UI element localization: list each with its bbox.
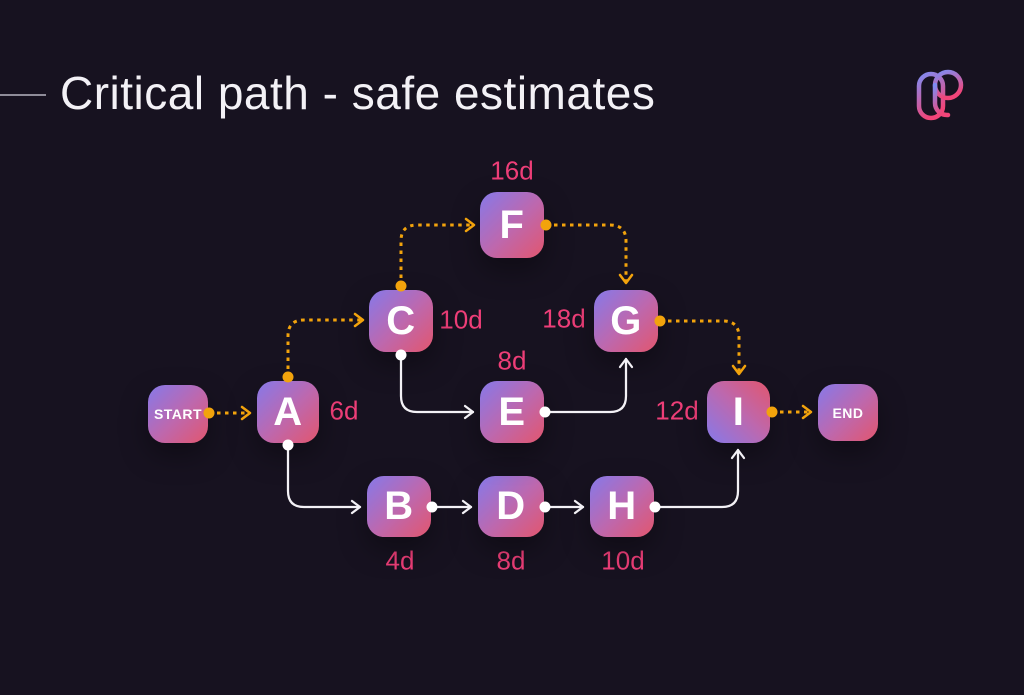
edge-G-I [660, 319, 741, 374]
page-title: Critical path - safe estimates [60, 67, 656, 119]
title-rule [0, 94, 46, 96]
arrowhead-into-C [353, 312, 365, 328]
edge-A-B [286, 443, 362, 509]
edge-C-E [399, 353, 475, 414]
arrowhead-into-H [573, 499, 585, 515]
duration-label-G: 18d [542, 303, 586, 334]
node-D: D [478, 476, 544, 537]
edge-A-C [286, 318, 363, 377]
arrowhead-into-I [731, 364, 747, 376]
node-F: F [480, 192, 544, 258]
arrowhead-into-G [618, 357, 634, 369]
node-A: A [257, 381, 319, 443]
logo-loop-shape [932, 69, 964, 101]
node-I: I [707, 381, 770, 443]
duration-label-A: 6d [329, 395, 359, 426]
logo-stem-shape [932, 82, 951, 118]
node-E: E [480, 381, 544, 443]
arrowhead-into-D [461, 499, 473, 515]
arrowhead-into-I [730, 448, 746, 460]
node-G: G [594, 290, 658, 352]
node-C: C [369, 290, 433, 352]
duration-label-F: 16d [490, 155, 534, 186]
duration-label-D: 8d [496, 545, 526, 576]
brand-logo-icon [916, 69, 964, 121]
node-START: START [148, 385, 208, 443]
arrowhead-into-B [350, 499, 362, 515]
duration-label-I: 12d [655, 395, 699, 426]
arrowhead-into-F [464, 217, 476, 233]
edge-E-G [543, 357, 628, 414]
duration-label-E: 8d [497, 345, 527, 376]
duration-label-H: 10d [601, 545, 645, 576]
arrowhead-into-E [463, 404, 475, 420]
node-H: H [590, 476, 654, 537]
node-B: B [367, 476, 431, 537]
arrowhead-into-END [801, 404, 813, 420]
arrowhead-into-A [240, 405, 252, 421]
edge-F-G [546, 223, 628, 283]
node-END: END [818, 384, 878, 441]
duration-label-B: 4d [385, 545, 415, 576]
edge-C-F [399, 223, 474, 286]
arrowhead-into-G [618, 273, 634, 285]
edge-H-I [653, 448, 740, 509]
duration-label-C: 10d [439, 304, 483, 335]
